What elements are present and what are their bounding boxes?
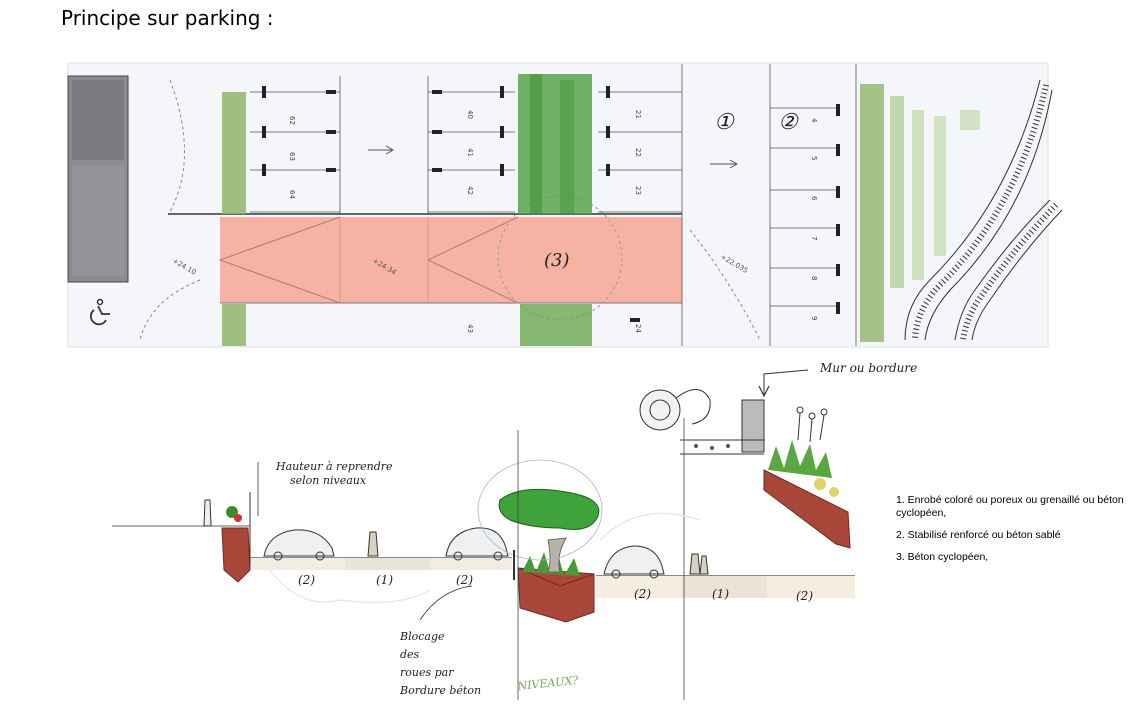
annotation-block-line2: des: [400, 648, 420, 661]
segment-label: (2): [796, 589, 813, 603]
stall-number: 43: [466, 324, 474, 333]
annotation-height-line2: selon niveaux: [290, 474, 367, 487]
zone-label-2: ②: [778, 110, 799, 135]
stall-number: 23: [634, 186, 642, 195]
stall-number: 42: [466, 186, 474, 195]
planting-strip-2: [518, 74, 592, 214]
planter-center: [517, 567, 595, 623]
materials-legend: 1. Enrobé coloré ou poreux ou grenaillé …: [896, 494, 1136, 573]
planter-right: [763, 469, 851, 549]
page-title: Principe sur parking :: [61, 6, 274, 30]
planting-strip-1: [222, 92, 246, 214]
wheel-detail: [639, 389, 711, 431]
segment-label: (1): [712, 587, 729, 601]
stall-number: 7: [810, 236, 818, 240]
plan-view: 62 63 64 40 41 42 43: [67, 62, 1063, 348]
stall-number: 40: [466, 110, 474, 119]
segment-label: (2): [634, 587, 651, 601]
car-sketch: [445, 527, 509, 561]
annotation-block-line3: roues par: [400, 666, 454, 679]
paving-zone-3: [220, 217, 682, 303]
tree-canopy: [498, 488, 600, 530]
wall-section: [741, 399, 765, 453]
annotation-block-line4: Bordure béton: [399, 684, 481, 697]
annotation-height-line1: Hauteur à reprendre: [275, 460, 393, 473]
car-sketch: [603, 545, 665, 579]
stall-number: 41: [466, 148, 474, 157]
car-sketch: [263, 529, 335, 561]
flow-arrow: [368, 145, 395, 155]
legend-item-2: 2. Stabilisé renforcé ou béton sablé: [896, 529, 1061, 541]
stall-number: 24: [634, 324, 642, 333]
segment-label: (2): [456, 573, 473, 587]
stall-number: 8: [810, 276, 818, 280]
stall-number: 62: [288, 116, 296, 125]
planter-left: [221, 527, 251, 583]
stall-number: 22: [634, 148, 642, 157]
stall-number: 6: [810, 196, 818, 201]
stall-number: 4: [810, 118, 818, 123]
planting-strip-3: [860, 84, 884, 342]
flow-arrow: [710, 159, 739, 169]
accessibility-icon: [90, 298, 110, 326]
section-view: (2) (1) (2) (2) (1) (2) Mur ou bordure H…: [112, 361, 917, 700]
annotation-levels: NIVEAUX?: [516, 674, 579, 693]
annotation-wall: Mur ou bordure: [819, 361, 917, 375]
stall-number: 63: [288, 152, 296, 161]
stall-number: 64: [288, 190, 296, 199]
zone-label-1: ①: [714, 110, 735, 135]
zone-label-3: (3): [544, 250, 570, 271]
stall-number: 9: [810, 316, 818, 320]
legend-item-3: 3. Béton cyclopéen,: [896, 551, 989, 563]
legend-item-1: 1. Enrobé coloré ou poreux ou grenaillé …: [896, 494, 1124, 519]
curved-path: [904, 79, 1063, 341]
segment-label: (2): [298, 573, 315, 587]
stall-number: 5: [810, 156, 818, 160]
stall-number: 21: [634, 110, 642, 119]
segment-label: (1): [376, 573, 393, 587]
annotation-block-line1: Blocage: [399, 630, 445, 643]
